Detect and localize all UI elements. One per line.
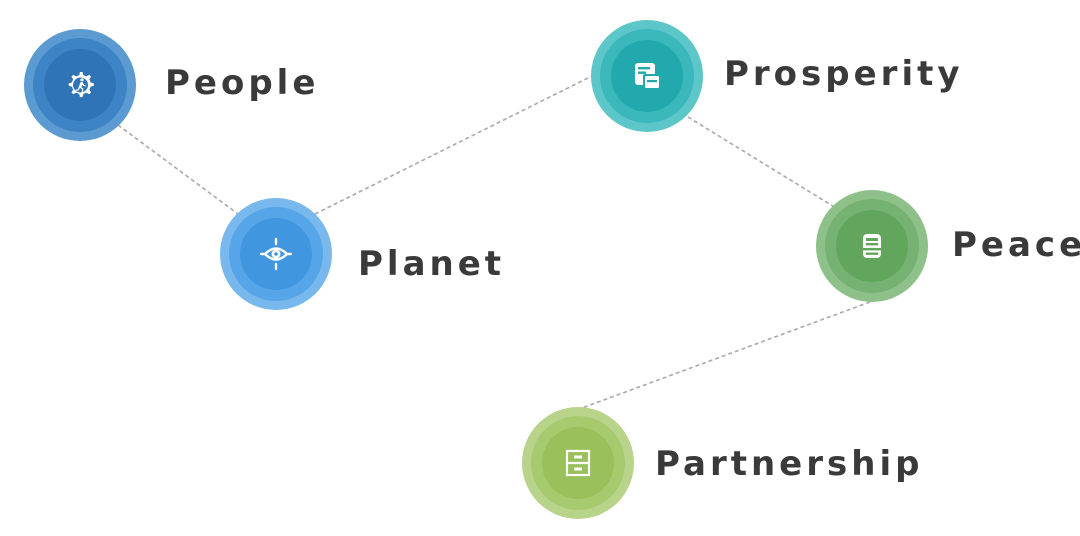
printer-icon: [857, 231, 887, 261]
connector-prosperity-peace: [687, 116, 837, 209]
node-people: [24, 29, 136, 141]
connector-people-planet: [117, 124, 239, 215]
connector-peace-partnership: [581, 301, 871, 409]
node-peace: [816, 190, 928, 302]
label-prosperity: Prosperity: [724, 54, 964, 94]
node-planet: [220, 198, 332, 310]
connector-planet-prosperity: [314, 74, 595, 215]
label-peace: Peace: [952, 225, 1080, 265]
node-prosperity: [591, 20, 703, 132]
documents-icon: [631, 60, 663, 92]
eye-target-icon: [259, 237, 293, 271]
gear-runner-icon: [65, 70, 95, 100]
label-people: People: [165, 63, 320, 103]
node-partnership: [522, 407, 634, 519]
label-partnership: Partnership: [655, 444, 924, 484]
label-planet: Planet: [358, 244, 506, 284]
file-cabinet-icon: [563, 448, 593, 478]
